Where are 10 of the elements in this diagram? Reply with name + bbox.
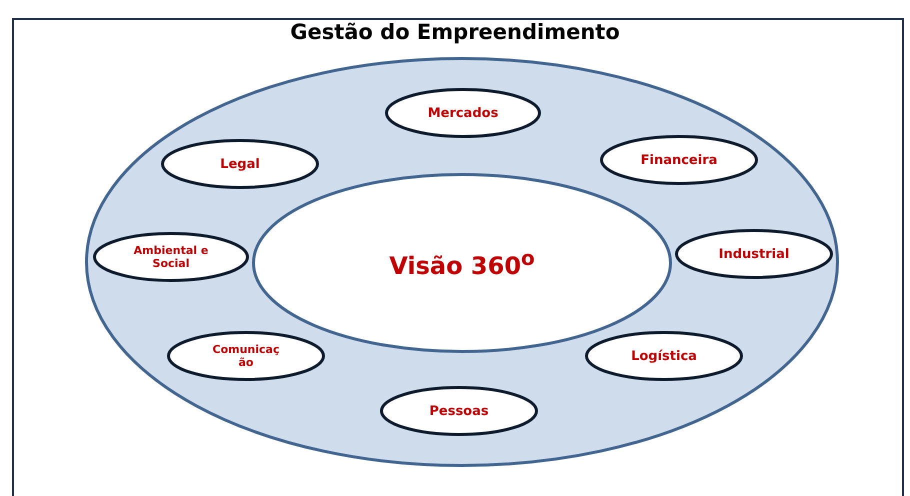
node-label: Legal <box>220 156 260 172</box>
node-label: Visão 360$^{o}$ <box>389 246 535 280</box>
node-label: Financeira <box>640 152 718 168</box>
node-label: Mercados <box>428 106 498 120</box>
node-label: Comunicação <box>212 343 280 369</box>
node-label: Logística <box>631 348 697 364</box>
node-label: Pessoas <box>429 404 489 418</box>
node-label: Industrial <box>718 246 790 262</box>
diagram-title: Gestão do Empreendimento <box>290 20 620 44</box>
node-label: Ambiental e Social <box>132 244 210 270</box>
